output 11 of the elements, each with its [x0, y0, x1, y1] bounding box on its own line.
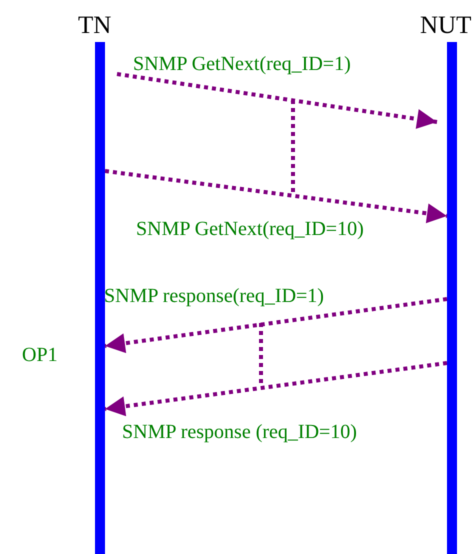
dotted-arrow: [104, 169, 448, 224]
dotted-arrow: [104, 297, 448, 354]
dotted-arrow: [104, 361, 448, 416]
lifeline-heading: TN: [78, 13, 112, 38]
edge-label: SNMP response(req_ID=1): [104, 285, 324, 307]
edge-label: SNMP response (req_ID=10): [122, 421, 357, 443]
edge-label: SNMP GetNext(req_ID=10): [136, 218, 364, 240]
dotted-arrow: [116, 72, 438, 129]
operation-label: OP1: [22, 344, 58, 366]
edge-label: SNMP GetNext(req_ID=1): [133, 53, 351, 75]
lifeline-heading: NUT: [420, 13, 472, 38]
